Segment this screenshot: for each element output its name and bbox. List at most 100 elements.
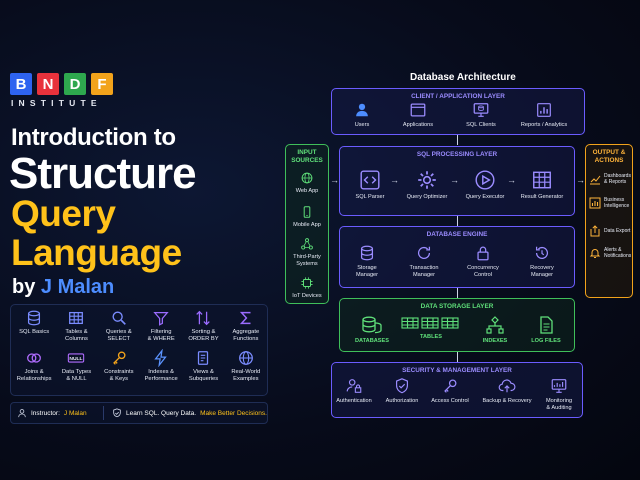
engine-label: Storage Manager: [355, 265, 379, 278]
arrow-icon: →: [450, 175, 459, 185]
tagline-yellow: Make Better Decisions.: [200, 409, 267, 417]
arrow-icon: →: [507, 175, 516, 185]
cloud-upload-icon: [498, 379, 516, 393]
monitor-database-icon: [473, 103, 489, 117]
sigma-icon: [239, 311, 251, 325]
shield-check-icon: [113, 408, 121, 418]
title-line-1: Introduction to: [11, 124, 176, 151]
sql-query-optimizer: Query Optimizer: [399, 169, 455, 201]
user-icon: [356, 103, 368, 117]
sql-label: SQL Parser: [355, 194, 385, 200]
output-alerts: Alerts & Notifications: [589, 247, 631, 259]
export-icon: [590, 225, 600, 237]
file-icon: [540, 316, 553, 334]
topic-item: Filtering & WHERE: [140, 309, 182, 343]
title-line-3: Query: [11, 193, 116, 234]
search-icon: [112, 311, 126, 325]
logo-subtitle: INSTITUTE: [11, 98, 102, 108]
input-mobile-app: Mobile App: [285, 205, 329, 229]
code-icon: [360, 170, 380, 190]
network-icon: [301, 238, 313, 250]
chip-icon: [301, 277, 313, 289]
sql-layer-title: SQL PROCESSING LAYER: [416, 151, 498, 158]
monitor-chart-icon: [551, 379, 567, 393]
engine-recovery-manager: Recovery Manager: [514, 244, 570, 278]
security-authorization: Authorization: [374, 377, 430, 405]
hierarchy-icon: [486, 316, 504, 334]
topic-item: Views & Subqueries: [182, 349, 224, 383]
author-prefix: by: [12, 276, 36, 298]
topic-item: Real-World Examples: [225, 349, 267, 383]
client-users: Users: [334, 101, 390, 129]
storage-label: INDEXES: [482, 338, 508, 344]
topic-label: Constraints & Keys: [104, 369, 134, 382]
topic-item: Queries & SELECT: [98, 309, 140, 343]
key-icon: [444, 379, 457, 393]
logo-letter-f: F: [91, 73, 113, 95]
topic-item: SQL Basics: [13, 309, 55, 343]
client-label: Applications: [402, 122, 434, 128]
logo-letter-b: B: [10, 73, 32, 95]
client-sql-clients: SQL Clients: [453, 101, 509, 129]
input-iot-devices: IoT Devices: [285, 276, 329, 300]
topic-label: Queries & SELECT: [105, 329, 132, 342]
engine-storage-manager: Storage Manager: [339, 244, 395, 278]
storage-label: LOG FILES: [531, 338, 561, 344]
instructor-info: Instructor: J Malan: [11, 408, 103, 418]
key-icon: [112, 351, 126, 365]
sql-label: Query Optimizer: [406, 194, 448, 200]
topic-item: NULL Data Types & NULL: [55, 349, 97, 383]
security-label: Backup & Recovery: [482, 398, 532, 404]
database-icon: [360, 245, 374, 261]
client-reports: Reports / Analytics: [509, 101, 579, 129]
app-window-icon: [410, 103, 426, 117]
diagram-title: Database Architecture: [410, 72, 516, 83]
history-icon: [535, 246, 549, 259]
client-layer-title: CLIENT / APPLICATION LAYER: [411, 93, 505, 100]
security-authentication: Authentication: [326, 377, 382, 405]
topic-label: Aggregate Functions: [232, 329, 260, 342]
output-label: Data Export: [604, 228, 631, 234]
bar-chart-icon: [537, 103, 551, 117]
title-line-4: Language: [11, 232, 182, 273]
client-label: Reports / Analytics: [520, 122, 568, 128]
topic-label: Sorting & ORDER BY: [188, 329, 219, 342]
client-layer: CLIENT / APPLICATION LAYER Users Applica…: [331, 88, 585, 135]
play-icon: [475, 170, 495, 190]
tables-icon: [401, 317, 459, 329]
sql-parser: SQL Parser: [342, 169, 398, 201]
security-label: Authorization: [385, 398, 419, 404]
input-sources-panel: INPUT SOURCES Web App Mobile App Third-P…: [285, 144, 329, 304]
bulb-chart-icon: [589, 197, 601, 209]
security-label: Access Control: [431, 398, 469, 404]
security-layer-title: SECURITY & MANAGEMENT LAYER: [402, 367, 512, 374]
topic-label: SQL Basics: [19, 329, 50, 335]
security-access-control: Access Control: [422, 377, 478, 405]
logo-letter-d: D: [64, 73, 86, 95]
database-icon: [28, 310, 41, 326]
security-management-layer: SECURITY & MANAGEMENT LAYER Authenticati…: [331, 362, 583, 418]
engine-layer-title: DATABASE ENGINE: [426, 231, 488, 238]
topic-item: Indexes & Performance: [140, 349, 182, 383]
engine-label: Recovery Manager: [530, 265, 554, 278]
security-label: Monitoring & Auditing: [545, 398, 573, 411]
arrow-input-to-sql: →: [330, 175, 339, 185]
storage-label: DATABASES: [355, 338, 389, 344]
arrow-sql-to-output: →: [576, 175, 585, 185]
database-engine-layer: DATABASE ENGINE Storage Manager Transact…: [339, 226, 575, 288]
connector-line: [457, 135, 458, 145]
tagline: Learn SQL. Query Data. Make Better Decis…: [103, 406, 267, 420]
brand-logo: B N D F: [10, 73, 113, 95]
null-icon: NULL: [68, 353, 85, 363]
bell-icon: [589, 249, 601, 258]
shield-check-icon: [396, 378, 408, 394]
arrow-icon: →: [390, 175, 399, 185]
storage-layer-title: DATA STORAGE LAYER: [420, 303, 494, 310]
lightning-icon: [154, 349, 167, 367]
filter-icon: [153, 311, 169, 326]
input-label: Mobile App: [293, 222, 321, 228]
client-label: SQL Clients: [466, 122, 496, 128]
sql-result-generator: Result Generator: [512, 169, 572, 201]
sql-label: Result Generator: [520, 194, 564, 200]
refresh-icon: [417, 246, 431, 259]
